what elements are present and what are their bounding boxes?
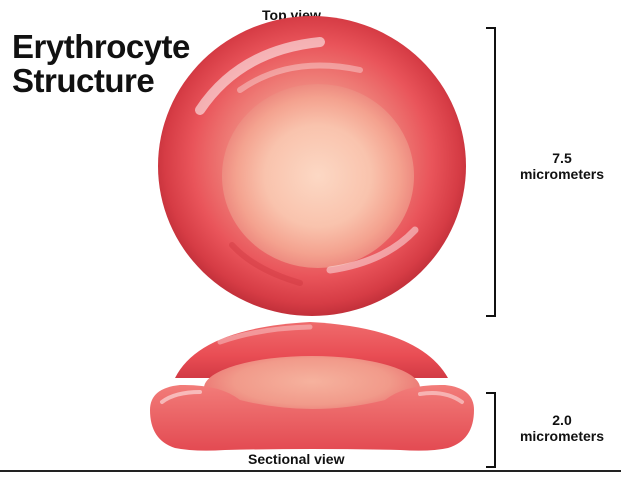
top-view-dimension-bracket — [486, 27, 496, 317]
top-view-cell — [158, 16, 466, 316]
sectional-view-label: Sectional view — [248, 452, 344, 467]
sectional-view-cell — [150, 322, 474, 451]
sectional-view-dimension-unit: micrometers — [506, 428, 618, 444]
sectional-view-dimension-value: 2.0 — [506, 412, 618, 428]
top-view-dimension-value: 7.5 — [506, 150, 618, 166]
bottom-rule — [0, 470, 621, 472]
sectional-view-dimension: 2.0 micrometers — [506, 412, 618, 444]
top-view-dimension: 7.5 micrometers — [506, 150, 618, 182]
top-view-dimension-unit: micrometers — [506, 166, 618, 182]
sectional-view-dimension-bracket — [486, 392, 496, 468]
